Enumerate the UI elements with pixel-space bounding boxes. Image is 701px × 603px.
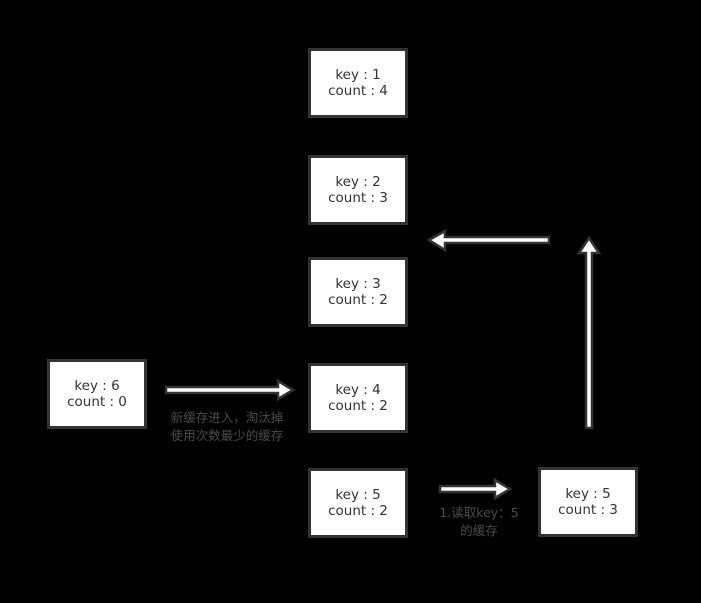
- right-arrow-read-icon: [438, 477, 513, 501]
- node-key-text: key : 5: [565, 486, 611, 502]
- cache-node-key4: key : 4 count : 2: [308, 363, 408, 433]
- node-key-text: key : 4: [335, 382, 381, 398]
- cache-node-key1: key : 1 count : 4: [308, 48, 408, 118]
- evict-annotation-line1: 新缓存进入，淘汰掉: [170, 410, 284, 425]
- evict-annotation-line2: 使用次数最少的缓存: [170, 428, 284, 443]
- node-key-text: key : 2: [335, 174, 381, 190]
- cache-node-key5-after-read: key : 5 count : 3: [538, 467, 638, 537]
- node-key-text: key : 3: [335, 276, 381, 292]
- node-count-text: count : 2: [328, 398, 388, 414]
- up-arrow-promote-icon: [576, 235, 602, 430]
- evict-annotation: 新缓存进入，淘汰掉 使用次数最少的缓存: [157, 409, 297, 445]
- read-annotation-line1: 1.读取key：5: [439, 505, 519, 520]
- left-arrow-move-icon: [426, 228, 551, 253]
- cache-node-key2: key : 2 count : 3: [308, 155, 408, 225]
- node-key-text: key : 1: [335, 67, 381, 83]
- cache-node-key5: key : 5 count : 2: [308, 468, 408, 538]
- right-arrow-insert-icon: [164, 378, 296, 402]
- read-annotation-line2: 的缓存: [460, 523, 498, 538]
- node-key-text: key : 5: [335, 487, 381, 503]
- node-key-text: key : 6: [74, 378, 120, 394]
- cache-node-key6-new: key : 6 count : 0: [47, 359, 147, 429]
- node-count-text: count : 2: [328, 503, 388, 519]
- node-count-text: count : 2: [328, 292, 388, 308]
- node-count-text: count : 3: [558, 502, 618, 518]
- read-annotation: 1.读取key：5 的缓存: [414, 504, 544, 540]
- node-count-text: count : 0: [67, 394, 127, 410]
- cache-node-key3: key : 3 count : 2: [308, 257, 408, 327]
- node-count-text: count : 4: [328, 83, 388, 99]
- node-count-text: count : 3: [328, 190, 388, 206]
